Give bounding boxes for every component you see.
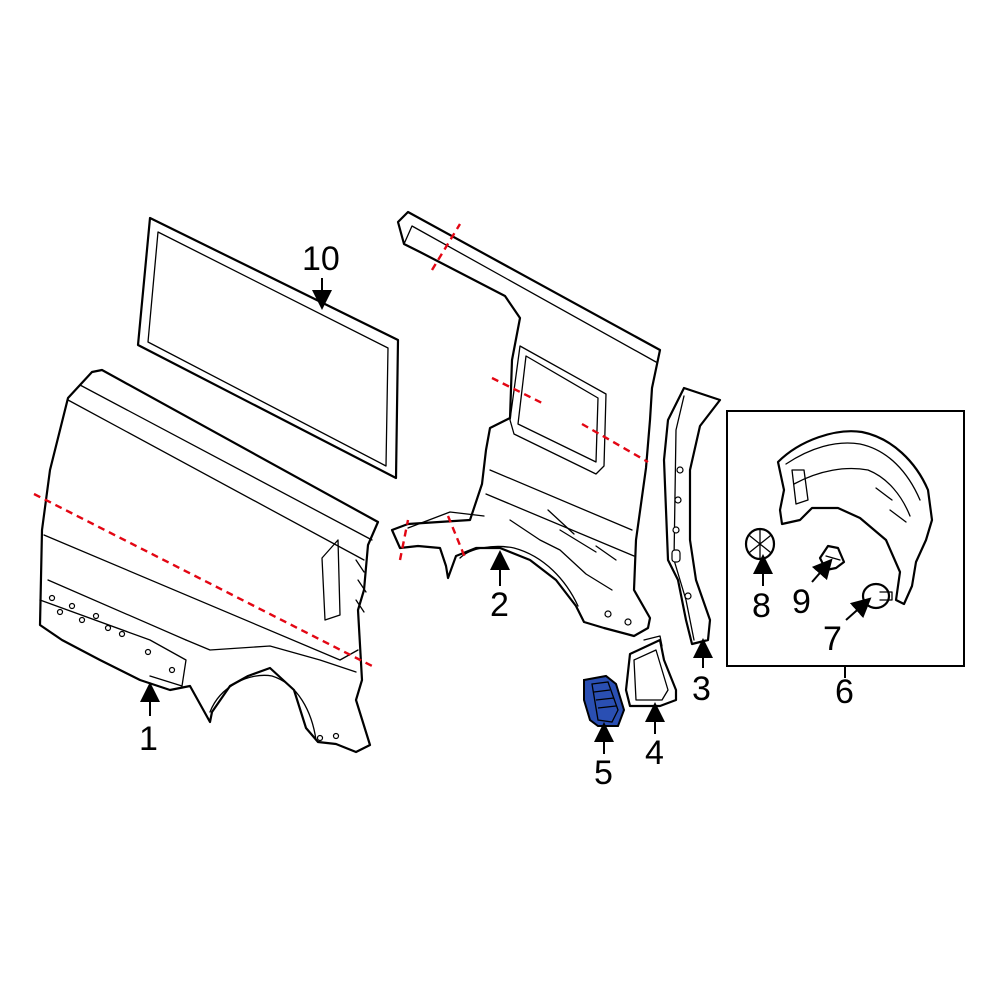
cut-line	[430, 223, 462, 271]
round-clip-part[interactable]	[744, 527, 776, 561]
cut-line	[33, 492, 377, 670]
pillar-part[interactable]	[662, 386, 722, 646]
side-panel-part[interactable]	[38, 368, 380, 754]
bracket-part[interactable]	[624, 635, 678, 708]
callout-3: 3	[692, 670, 711, 708]
callout-6: 6	[835, 673, 854, 711]
callout-4: 4	[645, 734, 664, 772]
callout-5: 5	[594, 754, 613, 792]
callout-9: 9	[792, 583, 811, 621]
callout-7: 7	[823, 620, 842, 658]
highlighted-plate-part[interactable]	[583, 674, 626, 727]
leader-arrows	[140, 278, 872, 754]
callout-10: 10	[302, 240, 340, 278]
callout-2: 2	[490, 586, 509, 624]
cut-line	[398, 519, 410, 561]
wheelhouse-liner-part[interactable]	[776, 430, 934, 606]
inner-panel-part[interactable]	[390, 210, 662, 638]
cut-line	[491, 376, 545, 406]
cut-line	[581, 422, 649, 464]
callout-8: 8	[752, 587, 771, 625]
callout-1: 1	[139, 720, 158, 758]
cut-line	[446, 515, 468, 561]
